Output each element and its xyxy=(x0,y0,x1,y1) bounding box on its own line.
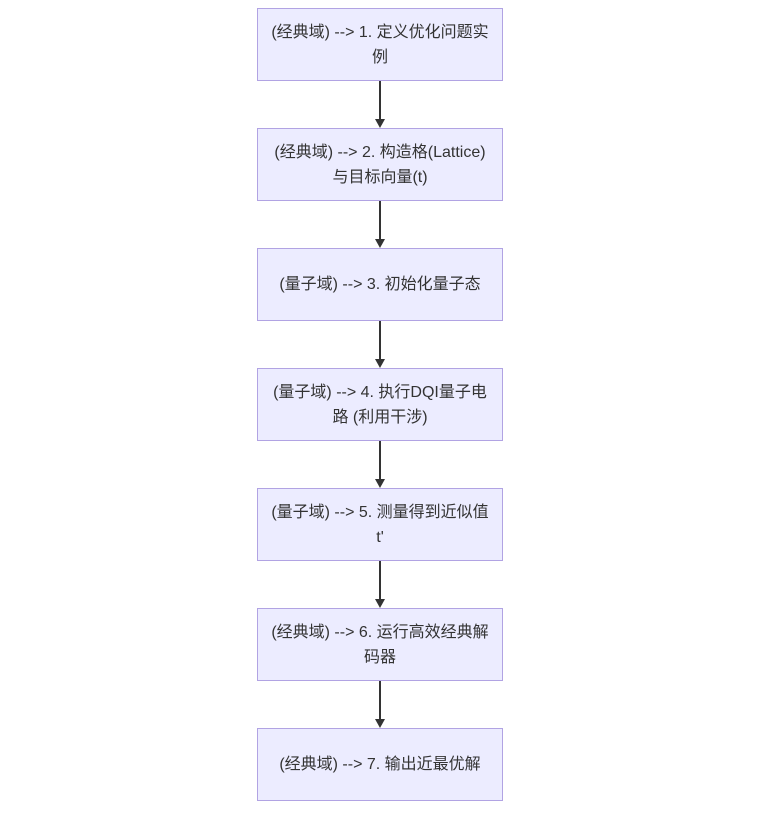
flow-arrow-6-7 xyxy=(375,681,385,728)
flow-node-step2: (经典域) --> 2. 构造格(Lattice)与目标向量(t) xyxy=(257,128,503,201)
flow-node-label: (量子域) --> 3. 初始化量子态 xyxy=(279,276,481,293)
arrow-head-icon xyxy=(375,119,385,128)
flow-node-step6: (经典域) --> 6. 运行高效经典解码器 xyxy=(257,608,503,681)
flow-node-label: (经典域) --> 1. 定义优化问题实例 xyxy=(271,23,489,66)
flow-node-step1: (经典域) --> 1. 定义优化问题实例 xyxy=(257,8,503,81)
arrow-line xyxy=(379,681,381,720)
flow-arrow-5-6 xyxy=(375,561,385,608)
flow-node-label: (量子域) --> 4. 执行DQI量子电路 (利用干涉) xyxy=(273,383,487,426)
flow-node-step4: (量子域) --> 4. 执行DQI量子电路 (利用干涉) xyxy=(257,368,503,441)
arrow-line xyxy=(379,201,381,240)
flow-node-label: (量子域) --> 5. 测量得到近似值 t' xyxy=(271,503,489,546)
flow-arrow-2-3 xyxy=(375,201,385,248)
flow-arrow-3-4 xyxy=(375,321,385,368)
arrow-line xyxy=(379,321,381,360)
flow-arrow-1-2 xyxy=(375,81,385,128)
flow-node-step5: (量子域) --> 5. 测量得到近似值 t' xyxy=(257,488,503,561)
arrow-head-icon xyxy=(375,719,385,728)
arrow-line xyxy=(379,441,381,480)
arrow-head-icon xyxy=(375,359,385,368)
arrow-line xyxy=(379,81,381,120)
flow-node-label: (经典域) --> 2. 构造格(Lattice)与目标向量(t) xyxy=(274,143,486,186)
flow-node-label: (经典域) --> 7. 输出近最优解 xyxy=(279,756,481,773)
arrow-line xyxy=(379,561,381,600)
flow-node-label: (经典域) --> 6. 运行高效经典解码器 xyxy=(271,623,489,666)
flow-node-step3: (量子域) --> 3. 初始化量子态 xyxy=(257,248,503,321)
flow-node-step7: (经典域) --> 7. 输出近最优解 xyxy=(257,728,503,801)
flowchart: (经典域) --> 1. 定义优化问题实例 (经典域) --> 2. 构造格(L… xyxy=(257,8,503,801)
arrow-head-icon xyxy=(375,599,385,608)
arrow-head-icon xyxy=(375,239,385,248)
flow-arrow-4-5 xyxy=(375,441,385,488)
arrow-head-icon xyxy=(375,479,385,488)
